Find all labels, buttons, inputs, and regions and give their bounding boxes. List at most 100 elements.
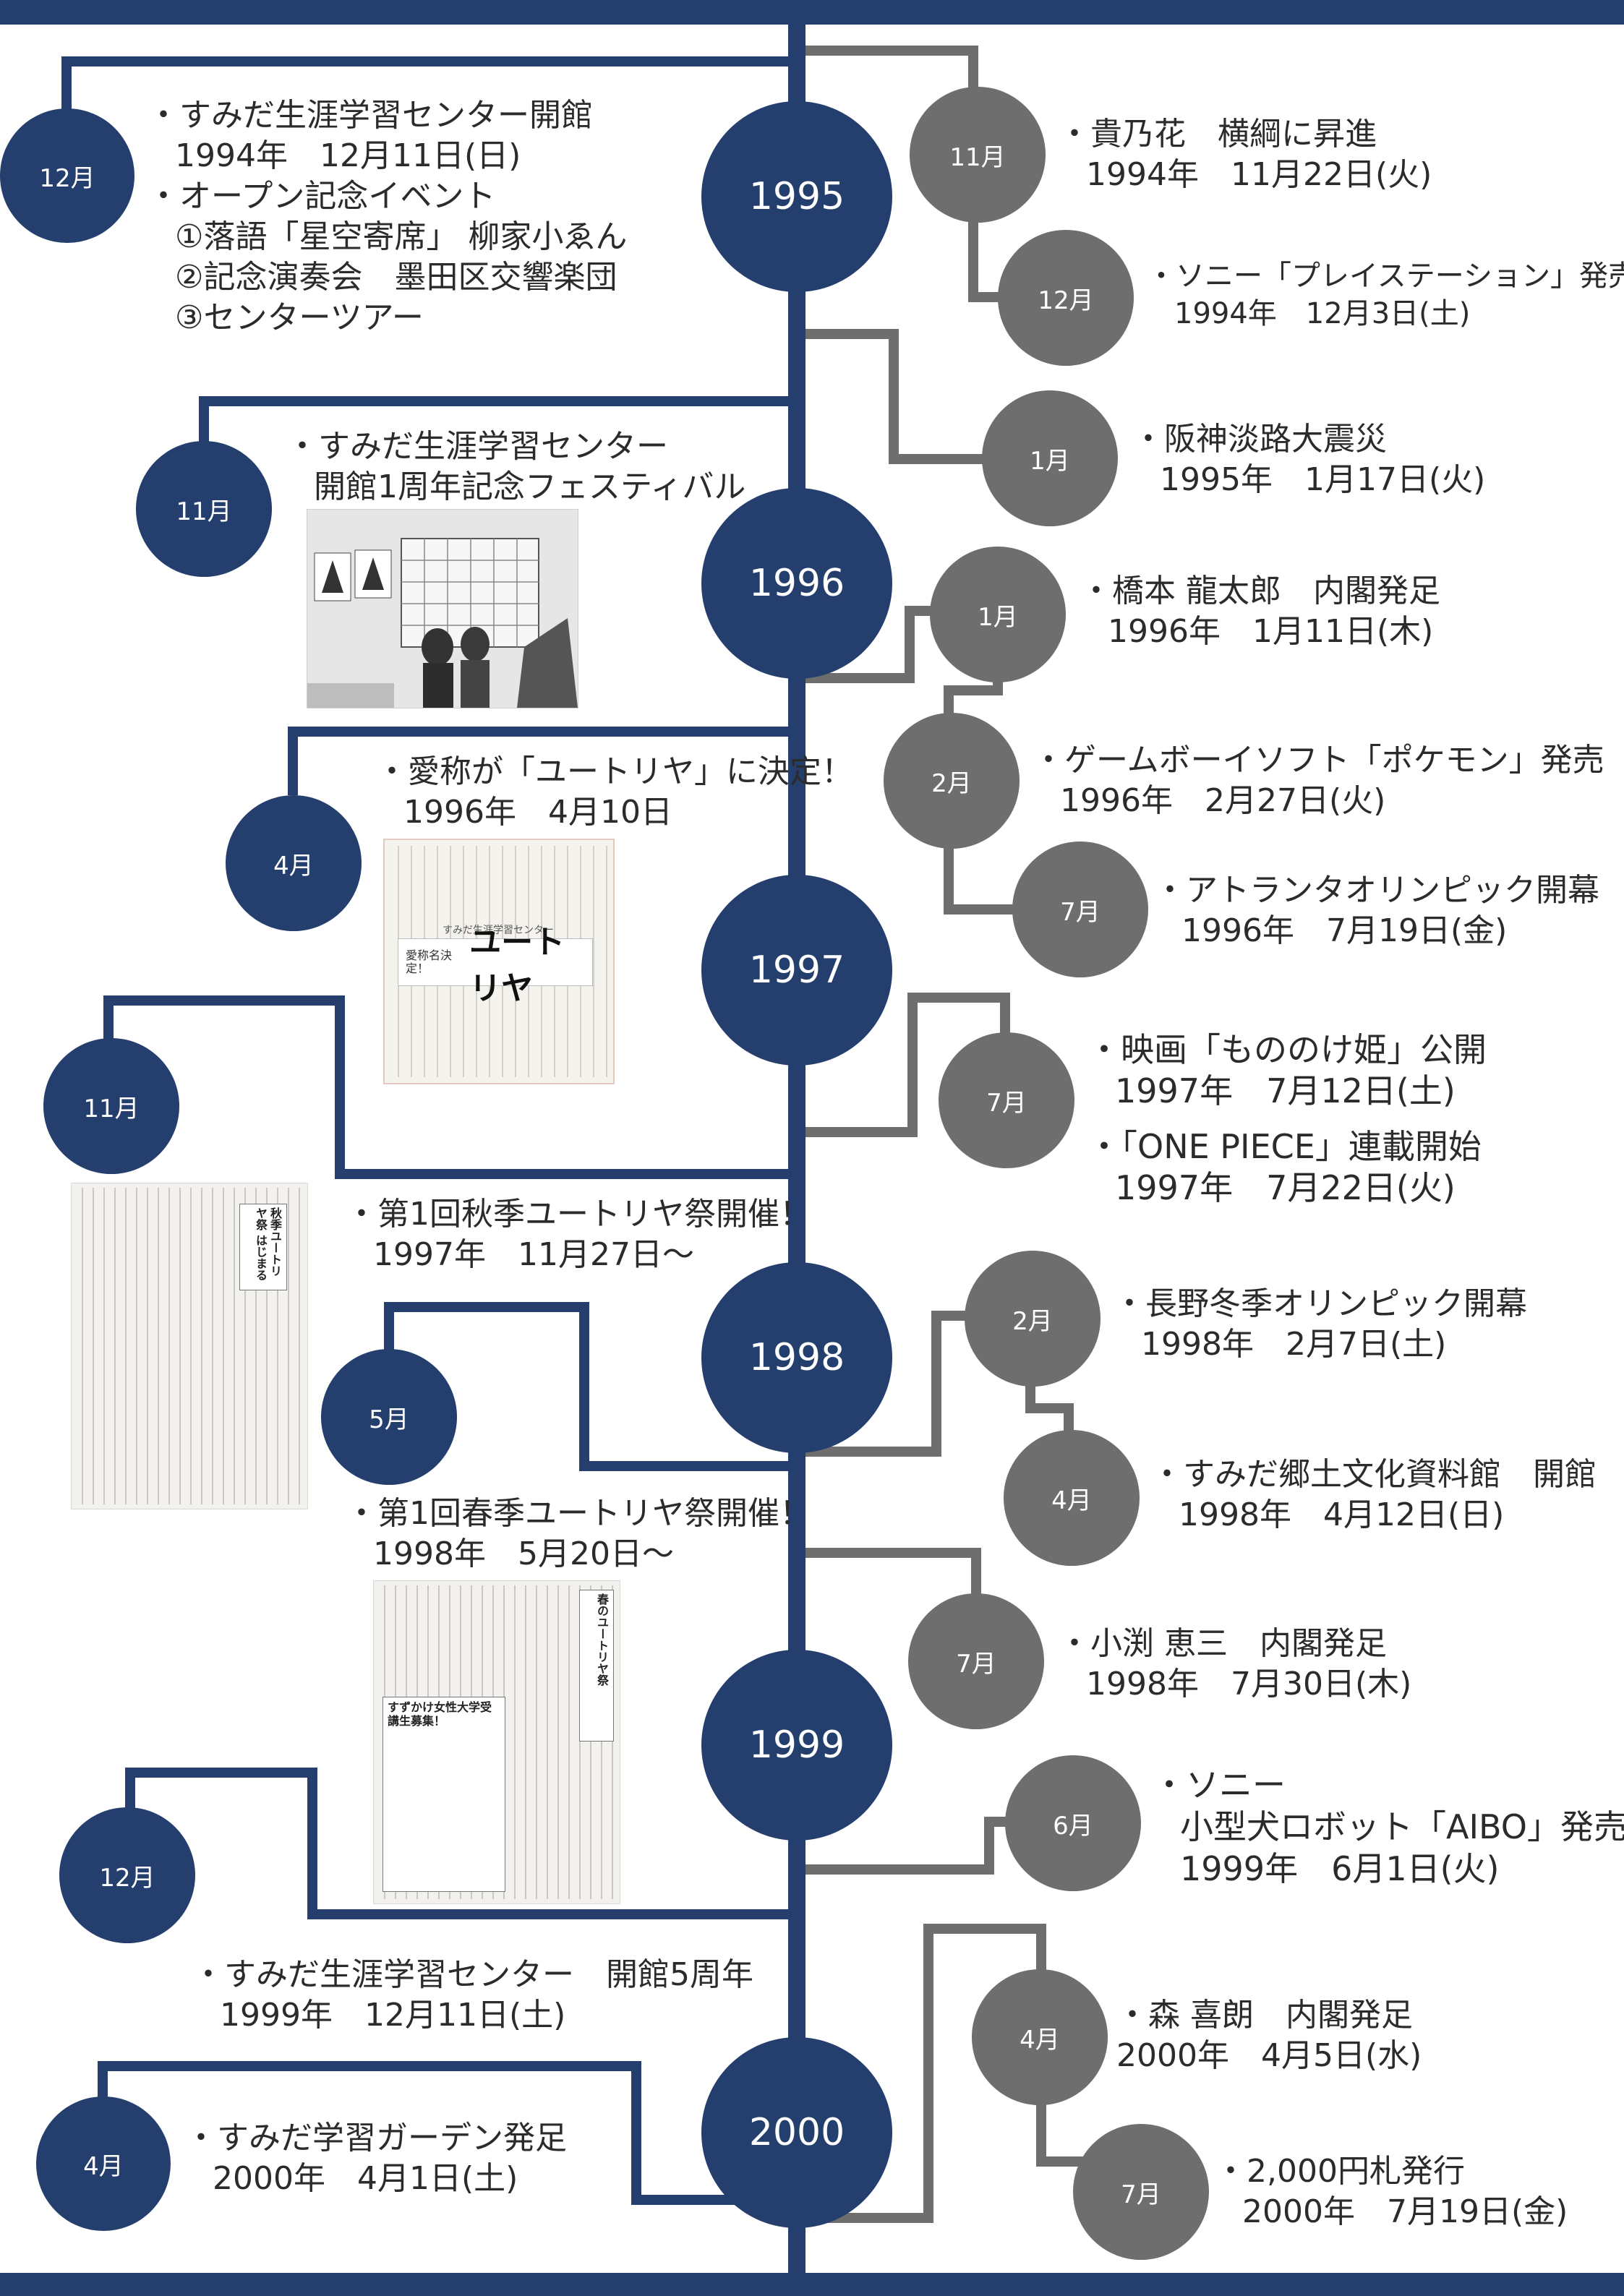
event-date: 1994年 12月3日(土) [1174,297,1471,330]
month-label: 7月 [986,1088,1027,1118]
event-date: 1998年 2月7日(土) [1141,1326,1447,1363]
month-label: 12月 [99,1863,155,1893]
event-title: ・ソニー [1153,1765,1286,1804]
event-2000-yen-note: ・2,000円札発行 2000年 7月19日(金) [1215,2151,1568,2232]
clipping-notice-title: すずかけ女性大学受講生募集！ [388,1700,492,1728]
left-month-circle: 11月 [43,1038,179,1174]
year-circle-2000: 2000 [701,2037,892,2228]
event-title: ・映画「もののけ姫」公開 [1087,1030,1487,1069]
event-date: 1996年 7月19日(金) [1181,912,1508,949]
month-label: 1月 [1030,446,1070,476]
year-label: 1996 [748,562,845,605]
clipping-title-box: 秋季ユートリヤ祭 はじまる [239,1204,287,1290]
month-label: 12月 [39,163,95,193]
clipping-label-big: ユートリヤ [469,924,565,1007]
festival-photo-image [307,510,578,708]
right-month-circle: 7月 [908,1593,1044,1729]
year-circle-1998: 1998 [701,1262,892,1453]
event-title: ・愛称が「ユートリヤ」に決定！ [376,753,853,790]
event-title: ・すみだ郷土文化資料館 開館 [1151,1456,1597,1493]
event-date: 1999年 6月1日(火) [1180,1849,1500,1888]
month-label: 4月 [1051,1486,1092,1515]
right-month-circle: 6月 [1005,1755,1141,1891]
month-label: 7月 [956,1649,996,1679]
event-pokemon: ・ゲームボーイソフト「ポケモン」発売 1996年 2月27日(火) [1033,740,1604,821]
left-month-circle: 12月 [59,1807,195,1943]
left-month-circle: 11月 [136,441,272,577]
autumn-festival-clipping: 秋季ユートリヤ祭 はじまる [71,1183,308,1509]
right-month-circle: 1月 [982,390,1118,526]
right-month-circle: 2月 [884,713,1020,849]
event-date: 1994年 11月22日(火) [1086,156,1432,193]
month-label: 7月 [1060,897,1101,927]
event-date: 1996年 4月10日 [403,794,672,831]
event-obuchi-cabinet: ・小渕 恵三 内閣発足 1998年 7月30日(木) [1059,1624,1411,1705]
clipping-title: 秋季ユートリヤ祭 はじまる [254,1207,282,1281]
event-date: 1997年 11月27日～ [373,1236,694,1273]
event-title: ・「ONE PIECE」連載開始 [1087,1127,1482,1166]
right-month-circle: 7月 [1073,2124,1209,2260]
event-date: 1996年 2月27日(火) [1060,782,1386,819]
left-month-circle: 4月 [36,2096,171,2231]
clipping-label-small: 愛称名決定！ [406,948,453,975]
event-date: 1995年 1月17日(火) [1160,461,1486,498]
event-date: 1999年 12月11日(土) [220,1997,566,2034]
event-title: ・すみだ生涯学習センター 開館5周年 [192,1956,753,1993]
event-title: ・すみだ生涯学習センター開館 [148,97,593,134]
left-month-circle: 12月 [0,108,134,243]
event-title: ・貴乃花 横綱に昇進 [1059,116,1377,153]
left-month-circle: 5月 [321,1349,457,1485]
event-title: ・すみだ学習ガーデン発足 [185,2120,567,2156]
right-month-circle: 1月 [930,547,1066,682]
event-date: 1998年 7月30日(木) [1086,1666,1412,1702]
event-detail: ②記念演奏会 墨田区交響楽団 [175,259,617,296]
clipping-title: 春のユートリヤ祭 [595,1593,609,1686]
event-hanshin-earthquake: ・阪神淡路大震災 1995年 1月17日(火) [1132,419,1485,500]
event-date: 2000年 4月5日(水) [1116,2037,1422,2074]
event-nickname-decided: ・愛称が「ユートリヤ」に決定！ 1996年 4月10日 [376,752,853,833]
year-label: 1998 [748,1336,845,1379]
year-circle-1995: 1995 [701,101,892,292]
event-hashimoto-cabinet: ・橋本 龍太郎 内閣発足 1996年 1月11日(木) [1080,571,1440,652]
month-label: 6月 [1053,1811,1093,1841]
month-label: 12月 [1038,286,1094,315]
nickname-clipping: すみだ生涯学習センター 愛称名決定！ ユートリヤ [383,839,615,1084]
year-label: 1997 [748,948,845,992]
event-title: ・ゲームボーイソフト「ポケモン」発売 [1033,742,1604,779]
event-detail: ③センターツアー [175,299,424,336]
event-autumn-festival: ・第1回秋季ユートリヤ祭開催！ 1997年 11月27日～ [346,1194,811,1275]
month-label: 5月 [369,1405,409,1434]
event-title: ・阪神淡路大震災 [1132,421,1387,458]
event-learning-garden: ・すみだ学習ガーデン発足 2000年 4月1日(土) [185,2118,567,2199]
event-spring-festival: ・第1回春季ユートリヤ祭開催！ 1998年 5月20日～ [346,1494,811,1575]
right-month-circle: 2月 [965,1251,1101,1387]
event-mononoke-onepiece: ・映画「もののけ姫」公開 1997年 7月12日(土) ・「ONE PIECE」… [1087,1029,1487,1209]
event-title: ・アトランタオリンピック開幕 [1154,872,1599,909]
event-title: ・すみだ生涯学習センター [286,428,668,465]
event-center-opening: ・すみだ生涯学習センター開館 1994年 12月11日(日) ・オープン記念イベ… [148,95,627,338]
event-date: 1998年 5月20日～ [373,1535,674,1572]
event-title: ・橋本 龍太郎 内閣発足 [1080,573,1440,609]
right-month-circle: 7月 [1012,841,1148,977]
right-month-circle: 12月 [998,230,1134,366]
month-label: 7月 [1121,2180,1161,2209]
month-label: 11月 [949,142,1006,172]
year-circle-1997: 1997 [701,875,892,1066]
event-5th-anniversary: ・すみだ生涯学習センター 開館5周年 1999年 12月11日(土) [192,1955,753,2036]
event-title: ・第1回春季ユートリヤ祭開催！ [346,1495,811,1532]
event-playstation: ・ソニー「プレイステーション」発売 1994年 12月3日(土) [1147,257,1624,333]
month-label: 11月 [176,497,232,526]
clipping-notice-box: すずかけ女性大学受講生募集！ [383,1697,505,1892]
month-label: 1月 [978,602,1018,632]
event-title: ・2,000円札発行 [1215,2153,1465,2190]
event-aibo: ・ソニー 小型犬ロボット「AIBO」発売 1999年 6月1日(火) [1153,1764,1624,1890]
festival-photo [307,509,578,708]
event-title: ・森 喜朗 内閣発足 [1116,1997,1413,2034]
left-month-circle: 4月 [226,795,362,931]
event-nagano-olympics: ・長野冬季オリンピック開幕 1998年 2月7日(土) [1114,1284,1527,1365]
event-title: ・第1回秋季ユートリヤ祭開催！ [346,1196,811,1233]
right-month-circle: 4月 [1004,1430,1140,1566]
event-takanohana: ・貴乃花 横綱に昇進 1994年 11月22日(火) [1059,114,1432,195]
event-date: 2000年 7月19日(金) [1242,2193,1568,2230]
